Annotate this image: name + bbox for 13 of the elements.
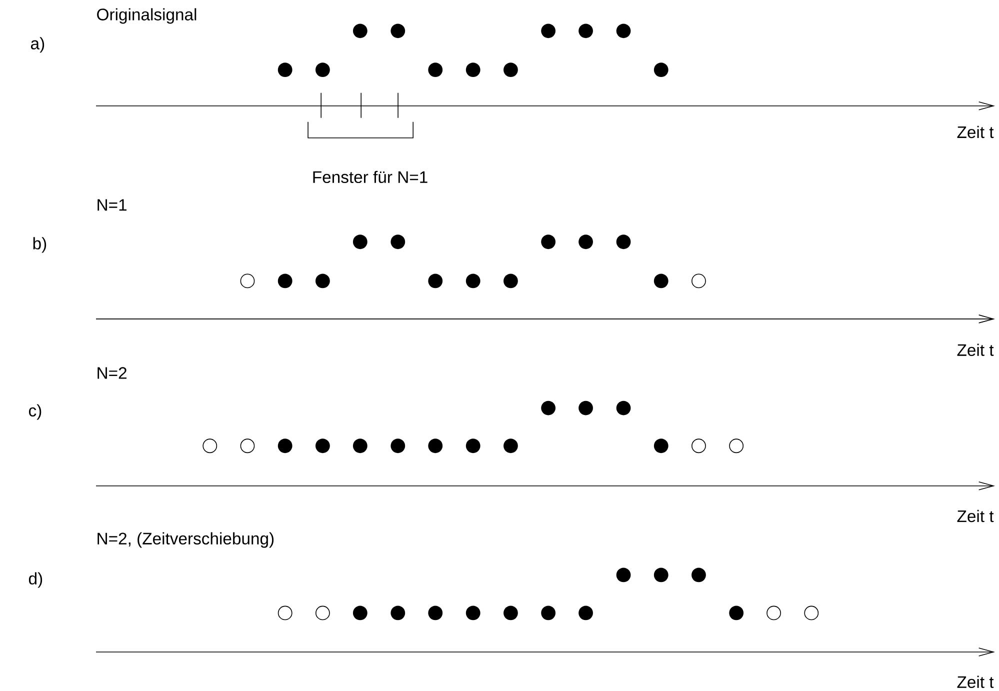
row-title: Originalsignal	[97, 8, 196, 24]
row-title: N=2, (Zeitverschiebung)	[98, 532, 274, 548]
axis-label: Zeit t	[957, 344, 994, 356]
bracket-label: Fenster für N=1	[313, 170, 428, 184]
row-title: N=2	[98, 367, 126, 379]
panel-label: a)	[30, 37, 44, 53]
axis-label: Zeit t	[957, 510, 994, 522]
panel-label: c)	[28, 404, 42, 420]
panel-label: b)	[33, 237, 46, 253]
axis-label: Zeit t	[957, 676, 994, 688]
row-title: N=1	[98, 199, 126, 211]
panel-label: d)	[28, 572, 42, 588]
axis-label: Zeit t	[957, 126, 994, 138]
